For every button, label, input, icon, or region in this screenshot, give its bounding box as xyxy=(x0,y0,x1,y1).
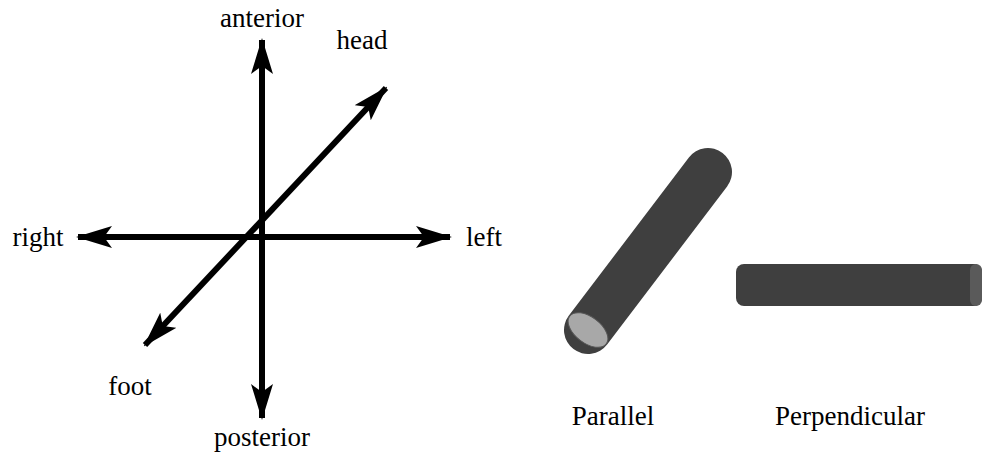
axis-label: posterior xyxy=(214,422,310,452)
perpendicular-cylinder xyxy=(736,264,982,306)
cylinder-end-cap xyxy=(970,264,982,306)
axis-label: head xyxy=(337,25,388,55)
axis-label: foot xyxy=(108,371,152,401)
right-left-arrow xyxy=(78,234,450,240)
cylinder-end-cap xyxy=(562,306,614,355)
anterior-posterior-arrow xyxy=(259,40,265,418)
head-foot-arrow xyxy=(145,88,386,345)
axis-label: left xyxy=(466,222,502,252)
orientation-caption: Parallel xyxy=(572,401,654,431)
axis-label: right xyxy=(13,222,64,252)
orientation-caption: Perpendicular xyxy=(775,401,925,431)
axis-label: anterior xyxy=(220,3,304,33)
parallel-cylinder xyxy=(588,172,708,330)
